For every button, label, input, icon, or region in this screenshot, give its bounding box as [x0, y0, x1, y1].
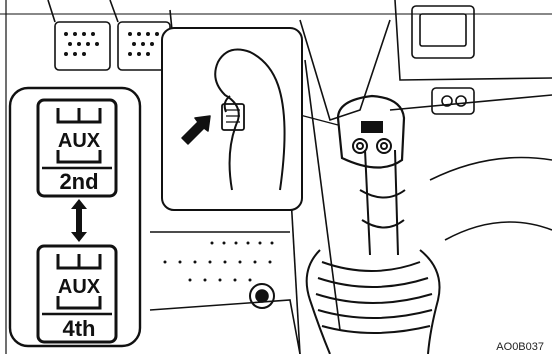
mode-label-2nd: 2nd — [59, 169, 98, 194]
mode-label-4th: 4th — [63, 316, 96, 341]
aux-label: AUX — [58, 276, 101, 298]
figure-code: AO0B037 — [496, 341, 544, 353]
aux-4th-badge: AUX 4th — [38, 246, 116, 342]
aux-2nd-badge: AUX 2nd — [38, 100, 116, 196]
switch-detail-inset — [162, 28, 302, 210]
aux-label: AUX — [58, 130, 101, 152]
aux-mode-panel: AUX 2nd AUX 4th — [10, 88, 140, 346]
